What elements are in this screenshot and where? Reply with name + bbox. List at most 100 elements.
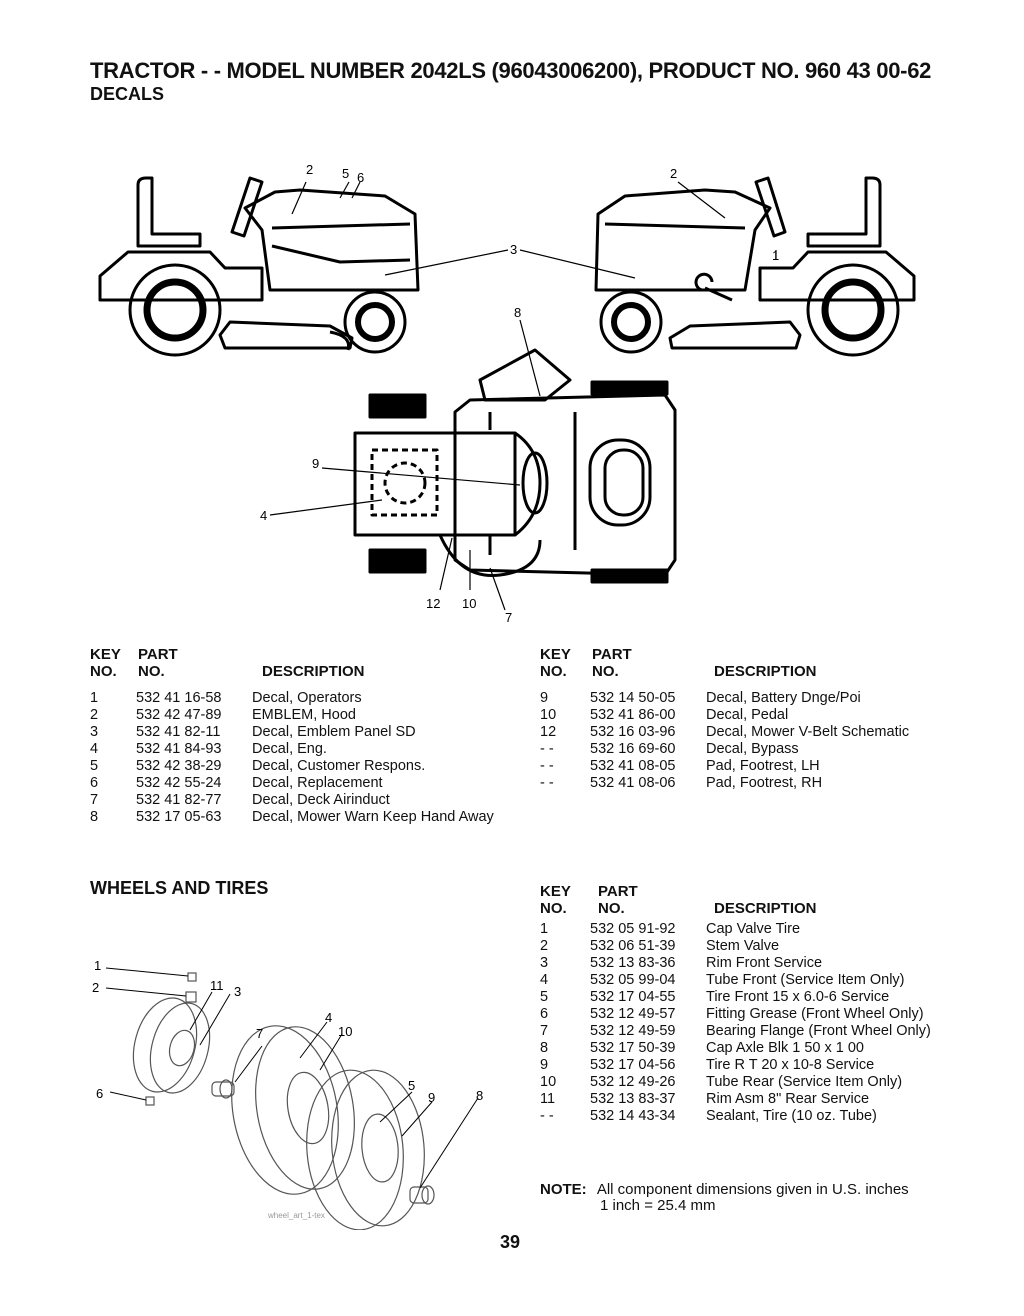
tractor-right-side-view bbox=[594, 176, 916, 357]
key-cell: 2 bbox=[90, 707, 99, 723]
table-row: 3 532 41 82-11 Decal, Emblem Panel SD bbox=[90, 724, 530, 741]
description-cell: Fitting Grease (Front Wheel Only) bbox=[706, 1006, 924, 1022]
key-header: NO. bbox=[540, 900, 567, 917]
key-cell: 5 bbox=[90, 758, 99, 774]
description-cell: Decal, Bypass bbox=[706, 741, 799, 757]
description-cell: Bearing Flange (Front Wheel Only) bbox=[706, 1023, 931, 1039]
part-number-cell: 532 41 84-93 bbox=[136, 741, 222, 757]
description-cell: Decal, Pedal bbox=[706, 707, 789, 723]
part-number-cell: 532 41 08-06 bbox=[590, 775, 676, 791]
description-header: DESCRIPTION bbox=[714, 663, 817, 680]
description-cell: Decal, Operators bbox=[252, 690, 362, 706]
callout-label: 7 bbox=[505, 610, 512, 625]
part-number-cell: 532 41 86-00 bbox=[590, 707, 676, 723]
table-row: 10 532 12 49-26 Tube Rear (Service Item On… bbox=[540, 1074, 980, 1091]
page-number: 39 bbox=[500, 1232, 521, 1252]
description-cell: Tire R T 20 x 10-8 Service bbox=[706, 1057, 875, 1073]
part-number-cell: 532 16 03-96 bbox=[590, 724, 676, 740]
part-number-cell: 532 17 50-39 bbox=[590, 1040, 676, 1056]
description-cell: Decal, Customer Respons. bbox=[252, 758, 426, 774]
dimensions-note: NOTE: All component dimensions given in … bbox=[540, 1182, 909, 1214]
key-cell: 1 bbox=[90, 690, 99, 706]
part-header: NO. bbox=[138, 663, 165, 680]
wheels-table-header: KEY NO. PART NO. DESCRIPTION bbox=[540, 883, 980, 919]
key-cell: - - bbox=[540, 741, 554, 757]
decals-diagram: 2 5 6 2 3 1 8 9 4 12 10 7 bbox=[98, 162, 916, 625]
part-number-cell: 532 14 43-34 bbox=[590, 1108, 676, 1124]
description-cell: Decal, Replacement bbox=[252, 775, 383, 791]
part-number-cell: 532 12 49-26 bbox=[590, 1074, 676, 1090]
art-watermark: wheel_art_1-tex bbox=[267, 1211, 325, 1220]
part-number-cell: 532 05 91-92 bbox=[590, 921, 676, 937]
part-number-cell: 532 41 82-11 bbox=[136, 724, 221, 740]
description-cell: Rim Front Service bbox=[706, 955, 823, 971]
key-cell: 6 bbox=[90, 775, 99, 791]
part-number-cell: 532 16 69-60 bbox=[590, 741, 676, 757]
description-cell: Tube Rear (Service Item Only) bbox=[706, 1074, 903, 1090]
callout-label: 12 bbox=[426, 596, 440, 611]
note-line1: All component dimensions given in U.S. i… bbox=[596, 1181, 909, 1198]
key-header: KEY bbox=[90, 646, 121, 663]
note-label: NOTE: bbox=[540, 1181, 587, 1198]
description-cell: Cap Axle Blk 1 50 x 1 00 bbox=[706, 1040, 864, 1056]
part-number-cell: 532 12 49-59 bbox=[590, 1023, 676, 1039]
decals-table-right-header: KEY NO. PART NO. DESCRIPTION bbox=[540, 646, 980, 682]
description-cell: Decal, Emblem Panel SD bbox=[252, 724, 416, 740]
part-number-cell: 532 17 05-63 bbox=[136, 809, 222, 825]
description-header: DESCRIPTION bbox=[714, 900, 817, 917]
description-cell: Rim Asm 8" Rear Service bbox=[706, 1091, 870, 1107]
note-line2: 1 inch = 25.4 mm bbox=[600, 1197, 716, 1214]
callout-leaders bbox=[269, 181, 777, 611]
callout-label: 6 bbox=[357, 170, 364, 185]
tractor-left-side-view bbox=[98, 176, 420, 357]
part-header: PART bbox=[598, 883, 638, 900]
key-header: NO. bbox=[540, 663, 567, 680]
key-cell: 1 bbox=[540, 921, 549, 937]
callout-label: 8 bbox=[476, 1088, 483, 1103]
table-row: 3 532 13 83-36 Rim Front Service bbox=[540, 955, 980, 972]
key-cell: - - bbox=[540, 775, 554, 791]
description-cell: Tire Front 15 x 6.0-6 Service bbox=[706, 989, 890, 1005]
section-title-decals: DECALS bbox=[90, 84, 165, 104]
key-cell: 10 bbox=[540, 707, 557, 723]
key-cell: 6 bbox=[540, 1006, 549, 1022]
table-row: 7 532 12 49-59 Bearing Flange (Front Wheel… bbox=[540, 1023, 980, 1040]
part-header: PART bbox=[592, 646, 632, 663]
callout-label: 2 bbox=[670, 166, 677, 181]
part-number-cell: 532 14 50-05 bbox=[590, 690, 676, 706]
callout-label: 11 bbox=[210, 978, 224, 993]
table-row: 5 532 17 04-55 Tire Front 15 x 6.0-6 Servi… bbox=[540, 989, 980, 1006]
part-header: NO. bbox=[598, 900, 625, 917]
decal-callout-numbers: 2 5 6 2 3 1 8 9 4 12 10 7 bbox=[260, 162, 779, 625]
callout-label: 4 bbox=[260, 508, 267, 523]
key-cell: - - bbox=[540, 758, 554, 774]
callout-label: 9 bbox=[428, 1090, 435, 1105]
part-number-cell: 532 13 83-36 bbox=[590, 955, 676, 971]
key-cell: 4 bbox=[540, 972, 549, 988]
key-cell: 10 bbox=[540, 1074, 557, 1090]
part-number-cell: 532 17 04-55 bbox=[590, 989, 676, 1005]
part-number-cell: 532 06 51-39 bbox=[590, 938, 676, 954]
callout-label: 5 bbox=[408, 1078, 415, 1093]
part-number-cell: 532 13 83-37 bbox=[590, 1091, 676, 1107]
key-cell: 3 bbox=[540, 955, 549, 971]
description-cell: Tube Front (Service Item Only) bbox=[706, 972, 905, 988]
key-header: NO. bbox=[90, 663, 117, 680]
key-cell: 5 bbox=[540, 989, 549, 1005]
table-row: 10 532 41 86-00 Decal, Pedal bbox=[540, 707, 980, 724]
key-cell: 3 bbox=[90, 724, 99, 740]
callout-label: 3 bbox=[234, 984, 241, 999]
key-cell: 7 bbox=[540, 1023, 549, 1039]
callout-label: 5 bbox=[342, 166, 349, 181]
table-row: - - 532 16 69-60 Decal, Bypass bbox=[540, 741, 980, 758]
callout-label: 2 bbox=[306, 162, 313, 177]
